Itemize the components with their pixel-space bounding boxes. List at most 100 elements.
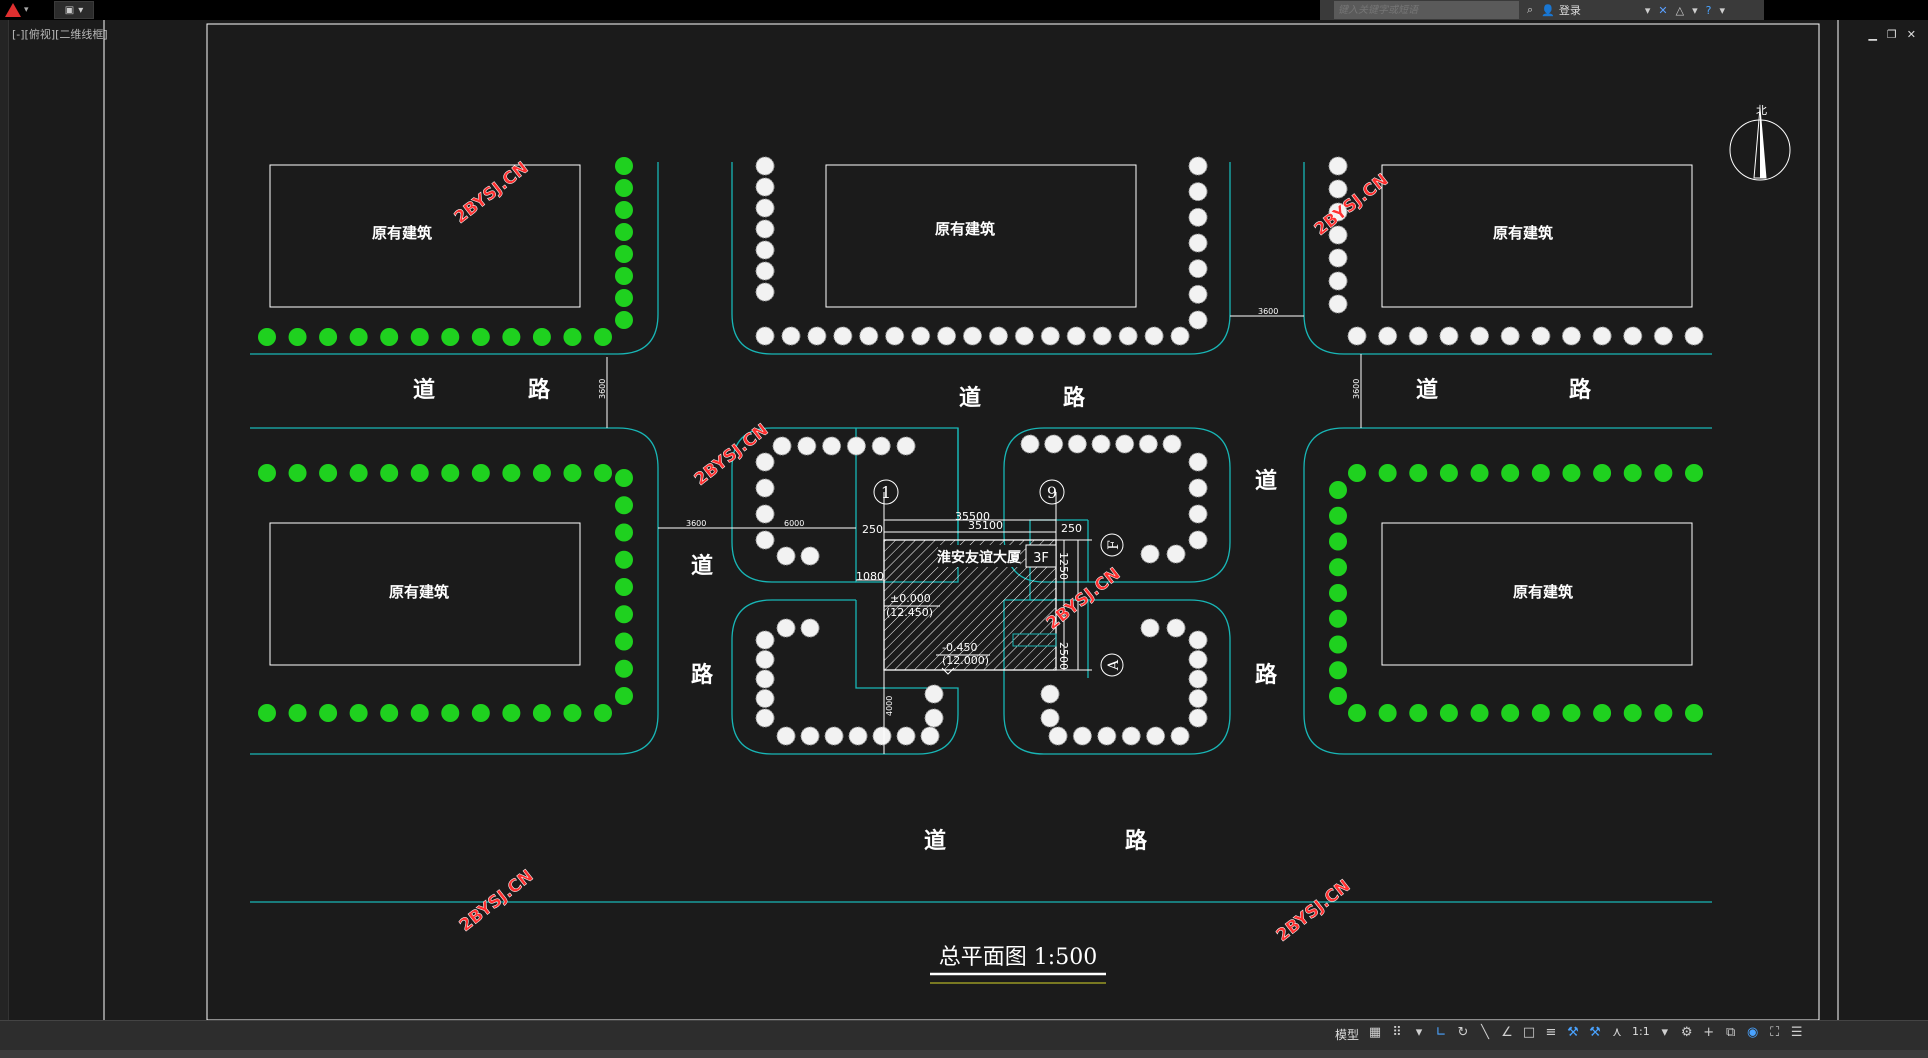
tree-symbol — [1329, 506, 1347, 525]
tree-symbol — [800, 546, 820, 566]
tree-symbol — [920, 726, 940, 746]
tree-symbol — [1328, 294, 1348, 314]
road-label-lu: 路 — [1063, 385, 1086, 411]
customization-menu-icon[interactable]: ☰ — [1790, 1025, 1803, 1040]
tree-symbol — [772, 436, 792, 456]
tree-symbol — [563, 328, 582, 346]
a360-icon[interactable]: △ — [1675, 3, 1685, 17]
tree-symbol — [319, 328, 338, 346]
close-icon[interactable]: ✕ — [1906, 28, 1916, 41]
minimize-icon[interactable]: ▁ — [1868, 28, 1877, 41]
annotation-visibility-icon[interactable]: ⚒ — [1567, 1025, 1579, 1040]
tree-symbol — [1140, 618, 1160, 638]
tree-symbol — [846, 436, 866, 456]
tree-symbol — [1348, 704, 1366, 722]
tree-symbol — [615, 578, 633, 596]
lineweight-icon[interactable]: ≡ — [1545, 1025, 1557, 1040]
tree-symbol — [1072, 726, 1092, 746]
tree-symbol — [1623, 326, 1643, 346]
tree-symbol — [349, 328, 368, 346]
tree-symbol — [1188, 284, 1208, 304]
tree-symbol — [963, 326, 982, 346]
tree-symbol — [1654, 704, 1673, 722]
isolate-icon[interactable]: ⧉ — [1726, 1025, 1736, 1040]
tree-symbol — [1188, 650, 1208, 669]
dim-text: 4000 — [885, 696, 894, 716]
dropdown-arrow-icon[interactable]: ▾ — [1415, 1025, 1423, 1040]
title-bar: ▾ ▣ ▾ ⌕ 👤 登录 ▾ ✕ △ ▾ ? ▾ — [0, 0, 1928, 20]
dropdown-arrow-icon[interactable]: ▾ — [1644, 3, 1651, 17]
dim-text: 1250 — [1057, 552, 1070, 580]
existing-building-label: 原有建筑 — [1493, 224, 1553, 242]
elevation-label: ±0.000 — [890, 592, 931, 605]
tree-symbol — [1531, 704, 1550, 722]
main-building[interactable]: 淮安友谊大厦 3F — [883, 539, 1057, 671]
exchange-icon[interactable]: ✕ — [1658, 3, 1668, 17]
quick-access-save-button[interactable]: ▣ ▾ — [54, 1, 94, 19]
tree-symbol — [1685, 464, 1703, 482]
tree-symbol — [1118, 326, 1138, 346]
help-icon[interactable]: ? — [1705, 3, 1712, 17]
model-space-button[interactable]: 模型 — [1335, 1028, 1360, 1042]
road-label-lu: 路 — [1569, 377, 1592, 403]
restore-icon[interactable]: ❐ — [1886, 28, 1897, 41]
tree-symbol — [1623, 464, 1642, 482]
ortho-icon[interactable]: ∟ — [1435, 1025, 1447, 1040]
tree-symbol — [1329, 635, 1347, 654]
road-label-dao: 道 — [1416, 377, 1438, 403]
tree-symbol — [615, 245, 633, 263]
tree-symbol — [800, 726, 820, 746]
tree-symbol — [1166, 544, 1186, 564]
left-scroll-strip[interactable] — [0, 20, 9, 1038]
tree-symbol — [615, 469, 633, 487]
elevation-label: -0.450 — [942, 641, 977, 654]
annotation-scale-icon[interactable]: ⋏ — [1612, 1025, 1622, 1040]
tree-symbol — [615, 550, 633, 569]
tree-symbol — [1040, 326, 1060, 346]
clean-screen-icon[interactable]: ⛶ — [1770, 1025, 1780, 1040]
tree-symbol — [319, 704, 338, 722]
tree-symbol — [1593, 704, 1612, 722]
tree-symbol — [755, 177, 775, 197]
object-snap-tracking-icon[interactable]: ∠ — [1501, 1025, 1513, 1040]
viewport-controls[interactable]: [-][俯视][二维线框] — [12, 28, 108, 41]
tree-symbol — [807, 326, 827, 346]
isodraft-icon[interactable]: ╲ — [1481, 1025, 1489, 1040]
tree-symbol — [924, 708, 944, 728]
tree-symbol — [1329, 481, 1347, 499]
axis-bubble-9 — [1039, 479, 1065, 505]
tree-symbol — [859, 326, 879, 346]
dropdown-arrow-icon[interactable]: ▾ — [1719, 3, 1725, 17]
annotation-scale-value[interactable]: 1:1 — [1632, 1025, 1650, 1038]
application-menu-button[interactable]: ▾ — [4, 1, 44, 19]
binoculars-icon[interactable]: ⌕ — [1527, 3, 1534, 16]
tree-symbol — [1188, 207, 1208, 227]
hardware-acceleration-icon[interactable]: ◉ — [1747, 1025, 1759, 1040]
tree-symbol — [1188, 708, 1208, 728]
tree-symbol — [1654, 464, 1673, 482]
grid-icon[interactable]: ▦ — [1368, 1025, 1382, 1040]
object-snap-icon[interactable]: □ — [1522, 1025, 1536, 1040]
search-input[interactable] — [1334, 1, 1519, 19]
tree-symbol — [594, 704, 612, 722]
user-icon[interactable]: 👤 — [1541, 3, 1555, 17]
login-button[interactable]: 登录 — [1558, 4, 1581, 17]
autoscale-icon[interactable]: ⚒ — [1589, 1025, 1601, 1040]
snap-icon[interactable]: ⠿ — [1392, 1025, 1402, 1040]
tree-symbol — [1040, 684, 1060, 704]
tree-symbol — [1188, 530, 1208, 550]
dropdown-arrow-icon[interactable]: ▾ — [1661, 1025, 1668, 1040]
tree-symbol — [410, 704, 429, 722]
polar-icon[interactable]: ↻ — [1457, 1025, 1469, 1040]
tree-symbol — [615, 223, 633, 241]
tree-symbol — [1328, 156, 1348, 176]
tree-symbol — [1040, 708, 1060, 728]
workspace-gear-icon[interactable]: ⚙ — [1680, 1025, 1693, 1040]
dropdown-arrow-icon[interactable]: ▾ — [1692, 3, 1698, 17]
plus-icon[interactable]: + — [1703, 1025, 1715, 1040]
tree-symbol — [1328, 225, 1348, 245]
tree-symbol — [380, 464, 399, 482]
tree-symbol — [755, 282, 775, 302]
tree-symbol — [410, 464, 429, 482]
